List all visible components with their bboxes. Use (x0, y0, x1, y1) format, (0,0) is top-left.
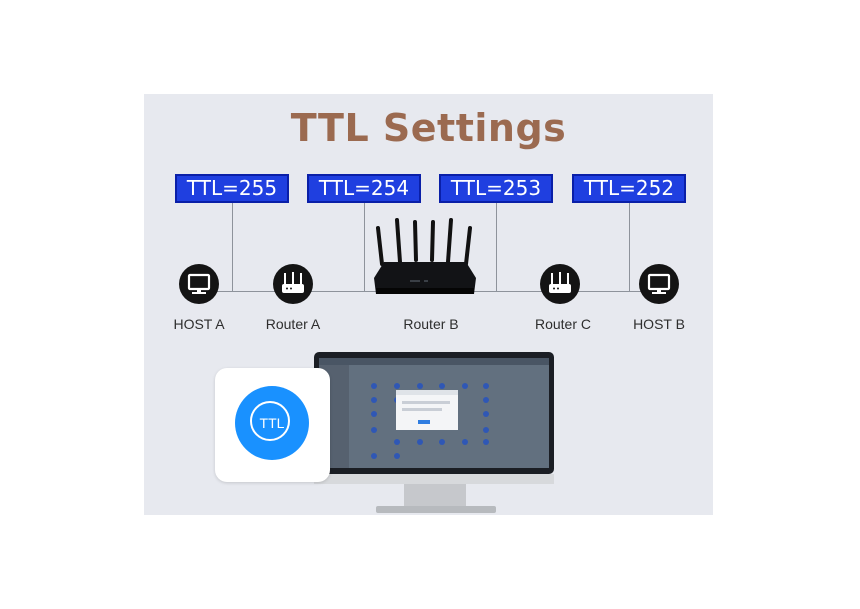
monitor-icon (187, 273, 211, 294)
ttl-app-icon: TTL (235, 386, 309, 460)
host-b-node (639, 264, 679, 304)
router-b-label: Router B (403, 316, 459, 332)
ttl-box-host-a: TTL=255 (175, 174, 289, 203)
ttl-ring-icon (250, 401, 290, 441)
ttl-diagram-panel: TTL Settings TTL=255 TTL=254 TTL=253 TTL… (144, 94, 713, 515)
router-b-image (374, 218, 476, 294)
host-a-node (179, 264, 219, 304)
router-a-label: Router A (265, 316, 321, 332)
router-c-label: Router C (534, 316, 592, 332)
host-b-label: HOST B (633, 316, 685, 332)
monitor-illustration (314, 352, 554, 513)
router-icon (549, 272, 571, 293)
ttl-box-router-a: TTL=254 (307, 174, 421, 203)
router-icon (282, 272, 304, 293)
ttl-box-router-b: TTL=253 (439, 174, 553, 203)
ttl-app-icon-text: TTL (259, 415, 285, 431)
ttl-app-card: TTL (215, 368, 330, 482)
monitor-icon (647, 273, 671, 294)
connector-line (496, 203, 497, 291)
router-c-node (540, 264, 580, 304)
router-a-node (273, 264, 313, 304)
ttl-box-router-c: TTL=252 (572, 174, 686, 203)
host-a-label: HOST A (173, 316, 225, 332)
connector-line (364, 203, 365, 291)
diagram-title: TTL Settings (290, 106, 567, 150)
connector-line (232, 203, 233, 291)
connector-line (629, 203, 630, 291)
